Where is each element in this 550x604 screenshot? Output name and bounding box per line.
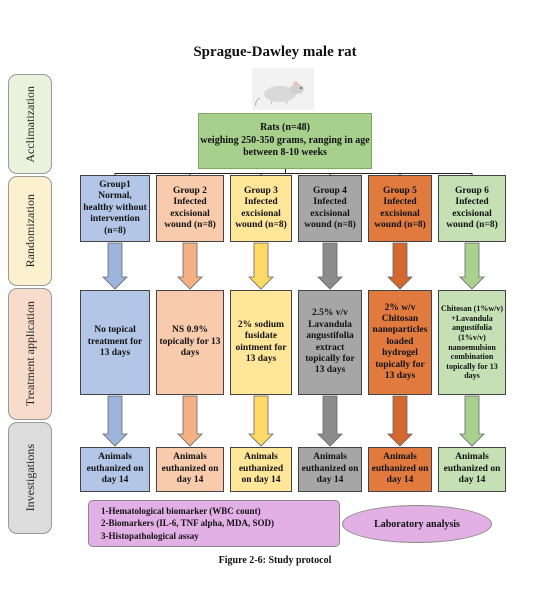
- phase-investigations: Investigations: [8, 422, 52, 534]
- group4-box: Group 4 Infected excisional wound (n=8): [298, 175, 362, 242]
- arrow-to-investigation: [102, 395, 128, 447]
- group-name: Group 2: [173, 185, 207, 196]
- group3-box: Group 3 Infected excisional wound (n=8): [230, 175, 292, 242]
- arrow-to-treatment: [387, 242, 413, 290]
- group-desc: Infected excisional wound (n=8): [304, 197, 356, 230]
- group-desc: Infected excisional wound (n=8): [235, 197, 287, 230]
- group-desc: Infected excisional wound (n=8): [446, 197, 498, 230]
- arrow-to-treatment: [177, 242, 203, 290]
- treatment-group4: 2.5% v/v Lavandula angustifolia extract …: [298, 290, 362, 395]
- figure-caption: Figure 2-6: Study protocol: [218, 555, 332, 566]
- group-n: (n=8): [104, 225, 126, 236]
- analysis-item: 2-Biomarkers (IL-6, TNF alpha, MDA, SOD): [101, 518, 274, 529]
- treatment-text: 2% sodium fusidate ointment for 13 days: [235, 319, 287, 364]
- treatment-text: 2% w/v Chitosan nanoparticles loaded hyd…: [372, 302, 428, 381]
- analysis-item: 3-Histopathological assay: [101, 530, 199, 541]
- investigation-text: Animals euthanized on day 14: [238, 452, 284, 486]
- arrow-to-investigation: [387, 395, 413, 447]
- rats-count: Rats (n=48): [260, 122, 310, 134]
- analysis-item: 1-Hematological biomarker (WBC count): [101, 506, 261, 517]
- investigation-text: Animals euthanized on day 14: [161, 452, 219, 486]
- investigation-group3: Animals euthanized on day 14: [230, 447, 292, 492]
- arrow-to-treatment: [248, 242, 274, 290]
- treatment-text: Chitosan (1%w/v) +Lavandula angustifolia…: [441, 304, 504, 381]
- treatment-text: No topical treatment for 13 days: [87, 325, 143, 359]
- arrow-to-treatment: [459, 242, 485, 290]
- phase-acclimatization: Acclimatization: [8, 74, 52, 174]
- group-name: Group 6: [455, 185, 489, 196]
- investigation-text: Animals euthanized on day 14: [371, 452, 429, 486]
- group-name: Group 4: [313, 185, 347, 196]
- treatment-group6: Chitosan (1%w/v) +Lavandula angustifolia…: [438, 290, 506, 395]
- group6-box: Group 6 Infected excisional wound (n=8): [438, 175, 506, 242]
- group-desc: Infected excisional wound (n=8): [374, 197, 426, 230]
- group-desc: Normal, healthy without intervention: [83, 191, 147, 225]
- laboratory-analysis-ellipse: Laboratory analysis: [342, 505, 492, 543]
- group-name: Group 5: [383, 185, 417, 196]
- analyses-box: 1-Hematological biomarker (WBC count) 2-…: [88, 500, 340, 547]
- phase-randomization: Randomization: [8, 176, 52, 286]
- treatment-group2: NS 0.9% topically for 13 days: [156, 290, 224, 395]
- group5-box: Group 5 Infected excisional wound (n=8): [368, 175, 432, 242]
- group1-box: Group1 Normal, healthy without intervent…: [80, 175, 150, 242]
- arrow-to-treatment: [317, 242, 343, 290]
- group2-box: Group 2 Infected excisional wound (n=8): [156, 175, 224, 242]
- investigation-text: Animals euthanized on day 14: [301, 452, 359, 486]
- investigation-group2: Animals euthanized on day 14: [156, 447, 224, 492]
- treatment-text: NS 0.9% topically for 13 days: [159, 325, 221, 359]
- arrow-to-investigation: [177, 395, 203, 447]
- investigation-text: Animals euthanized on day 14: [443, 452, 501, 486]
- arrow-to-treatment: [102, 242, 128, 290]
- treatment-text: 2.5% v/v Lavandula angustifolia extract …: [305, 308, 355, 376]
- connector-bar: [115, 173, 472, 174]
- investigation-group6: Animals euthanized on day 14: [438, 447, 506, 492]
- treatment-group5: 2% w/v Chitosan nanoparticles loaded hyd…: [368, 290, 432, 395]
- arrow-to-investigation: [317, 395, 343, 447]
- investigation-group1: Animals euthanized on day 14: [80, 447, 150, 492]
- investigation-group5: Animals euthanized on day 14: [368, 447, 432, 492]
- rats-age: between 8-10 weeks: [243, 147, 327, 159]
- treatment-group3: 2% sodium fusidate ointment for 13 days: [230, 290, 292, 395]
- group-name: Group1: [99, 180, 131, 191]
- rats-weight: weighing 250-350 grams, ranging in age: [200, 134, 370, 146]
- rats-box: Rats (n=48) weighing 250-350 grams, rang…: [198, 113, 372, 169]
- group-name: Group 3: [244, 185, 278, 196]
- treatment-group1: No topical treatment for 13 days: [80, 290, 150, 395]
- laboratory-analysis-label: Laboratory analysis: [374, 518, 460, 530]
- connector-trunk: [285, 169, 286, 173]
- investigation-text: Animals euthanized on day 14: [86, 452, 144, 486]
- investigation-group4: Animals euthanized on day 14: [298, 447, 362, 492]
- group-desc: Infected excisional wound (n=8): [164, 197, 216, 230]
- phase-treatment: Treatment application: [8, 288, 52, 420]
- diagram-title: Sprague-Dawley male rat: [193, 44, 357, 60]
- arrow-to-investigation: [459, 395, 485, 447]
- rat-icon: [252, 68, 314, 110]
- arrow-to-investigation: [248, 395, 274, 447]
